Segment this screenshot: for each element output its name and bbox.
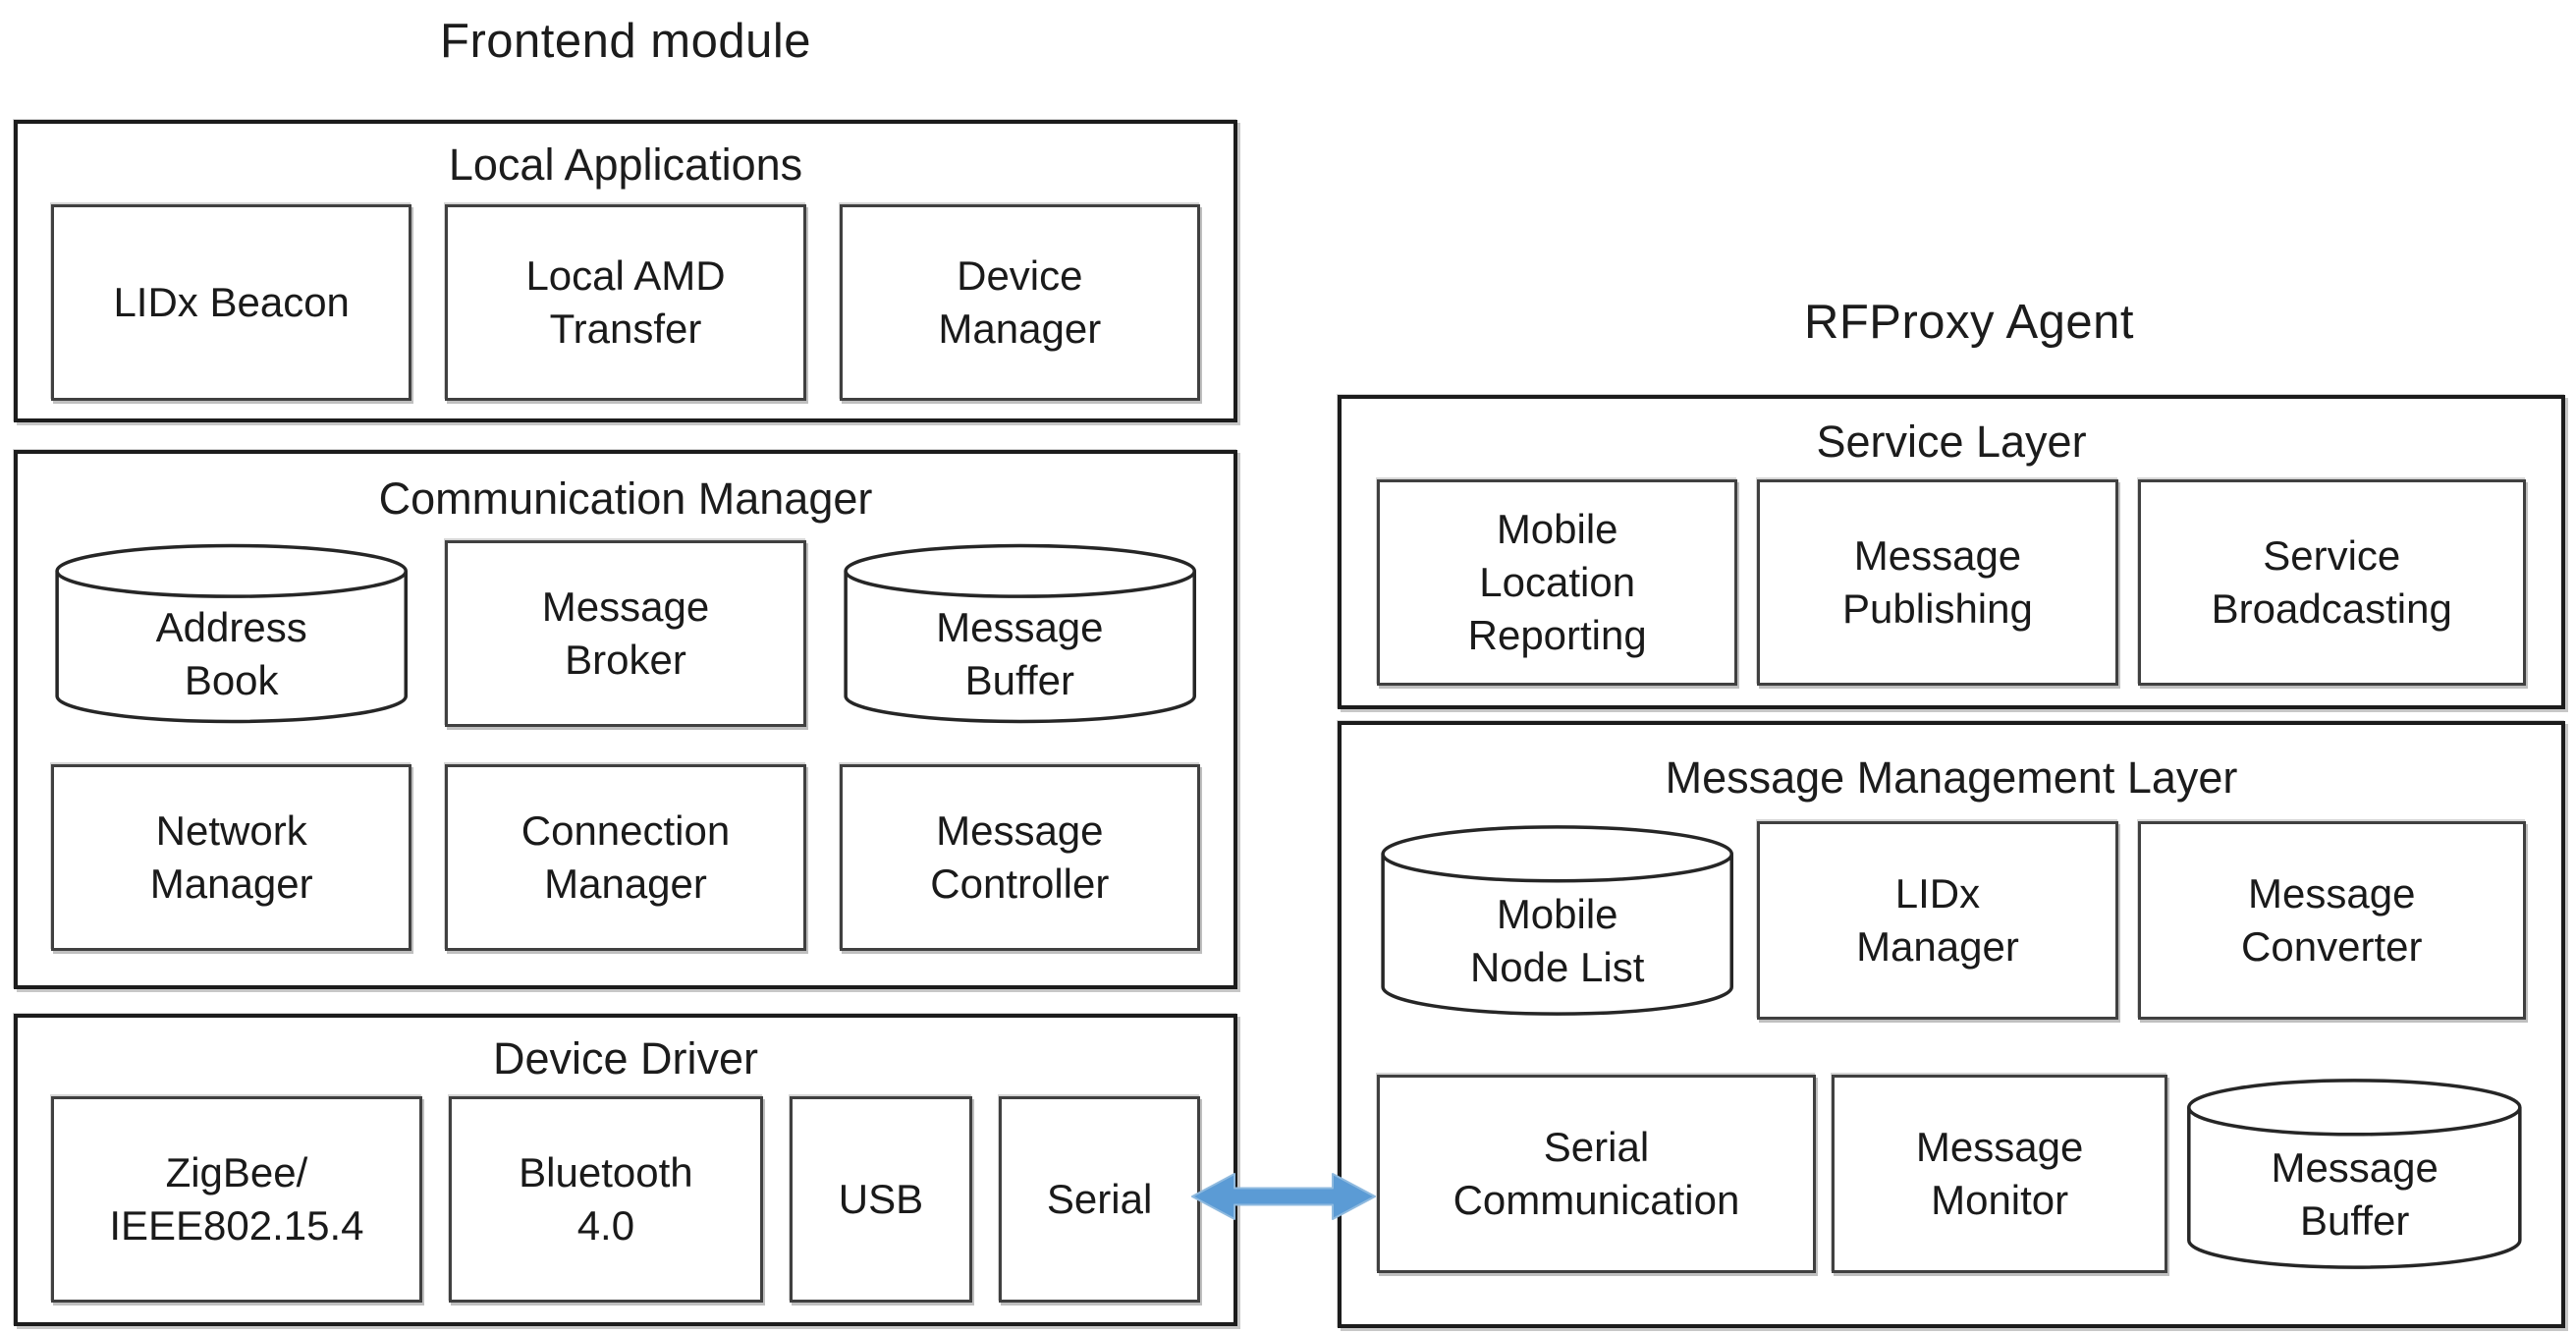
cylinder-shape (2183, 1075, 2526, 1273)
box-local-amd-transfer: Local AMD Transfer (445, 204, 806, 401)
message-management-row-1: Mobile Node List LIDx Manager Message Co… (1377, 821, 2526, 1020)
section-title-device-driver: Device Driver (492, 1033, 759, 1084)
box-lidx-beacon: LIDx Beacon (51, 204, 412, 401)
device-driver-row: ZigBee/ IEEE802.15.4 Bluetooth 4.0 USB S… (51, 1096, 1200, 1303)
box-connection-manager: Connection Manager (445, 764, 806, 951)
box-mobile-location-reporting: Mobile Location Reporting (1377, 479, 1738, 686)
datastore-label: Message Buffer (2271, 1144, 2439, 1244)
box-serial: Serial (999, 1096, 1200, 1303)
rfproxy-agent-title: RFProxy Agent (1803, 296, 2135, 349)
section-message-management-layer: Message Management Layer Mobile Node Lis… (1338, 721, 2565, 1328)
box-serial-communication: Serial Communication (1377, 1075, 1816, 1273)
section-service-layer: Service Layer Mobile Location Reporting … (1338, 395, 2565, 709)
box-network-manager: Network Manager (51, 764, 412, 951)
box-bluetooth-40: Bluetooth 4.0 (449, 1096, 763, 1303)
box-zigbee-ieee802154: ZigBee/ IEEE802.15.4 (51, 1096, 422, 1303)
section-title-communication-manager: Communication Manager (378, 473, 873, 524)
message-management-row-2: Serial Communication Message Monitor Mes… (1377, 1075, 2526, 1273)
box-message-controller: Message Controller (839, 764, 1200, 951)
datastore-mobile-node-list: Mobile Node List (1377, 821, 1737, 1020)
section-local-applications: Local Applications LIDx Beacon Local AMD… (14, 120, 1237, 422)
section-title-message-management-layer: Message Management Layer (1665, 752, 2238, 803)
box-message-monitor: Message Monitor (1832, 1075, 2167, 1273)
section-title-local-applications: Local Applications (448, 139, 803, 190)
box-usb: USB (789, 1096, 972, 1303)
datastore-message-buffer-frontend: Message Buffer (840, 540, 1200, 727)
local-applications-row: LIDx Beacon Local AMD Transfer Device Ma… (51, 204, 1200, 401)
box-device-manager: Device Manager (839, 204, 1200, 401)
communication-manager-row-2: Network Manager Connection Manager Messa… (51, 764, 1200, 951)
box-message-broker: Message Broker (445, 540, 806, 727)
communication-manager-row-1: Address Book Message Broker Message Buff… (51, 540, 1200, 727)
cylinder-shape (1377, 821, 1737, 1020)
datastore-label: Message Buffer (936, 604, 1104, 703)
frontend-module-title: Frontend module (440, 15, 811, 68)
section-communication-manager: Communication Manager Address Book Messa… (14, 450, 1237, 989)
box-lidx-manager: LIDx Manager (1757, 821, 2118, 1020)
cylinder-shape (51, 540, 411, 727)
box-service-broadcasting: Service Broadcasting (2137, 479, 2526, 686)
box-message-converter: Message Converter (2137, 821, 2526, 1020)
serial-link-arrow-icon (1191, 1173, 1376, 1220)
section-title-service-layer: Service Layer (1816, 417, 2087, 467)
service-layer-row: Mobile Location Reporting Message Publis… (1377, 479, 2526, 686)
box-message-publishing: Message Publishing (1757, 479, 2118, 686)
datastore-message-buffer-rfproxy: Message Buffer (2183, 1075, 2526, 1273)
datastore-label: Mobile Node List (1469, 891, 1645, 990)
cylinder-shape (840, 540, 1200, 727)
datastore-label: Address Book (155, 604, 307, 703)
section-device-driver: Device Driver ZigBee/ IEEE802.15.4 Bluet… (14, 1014, 1237, 1326)
datastore-address-book: Address Book (51, 540, 411, 727)
